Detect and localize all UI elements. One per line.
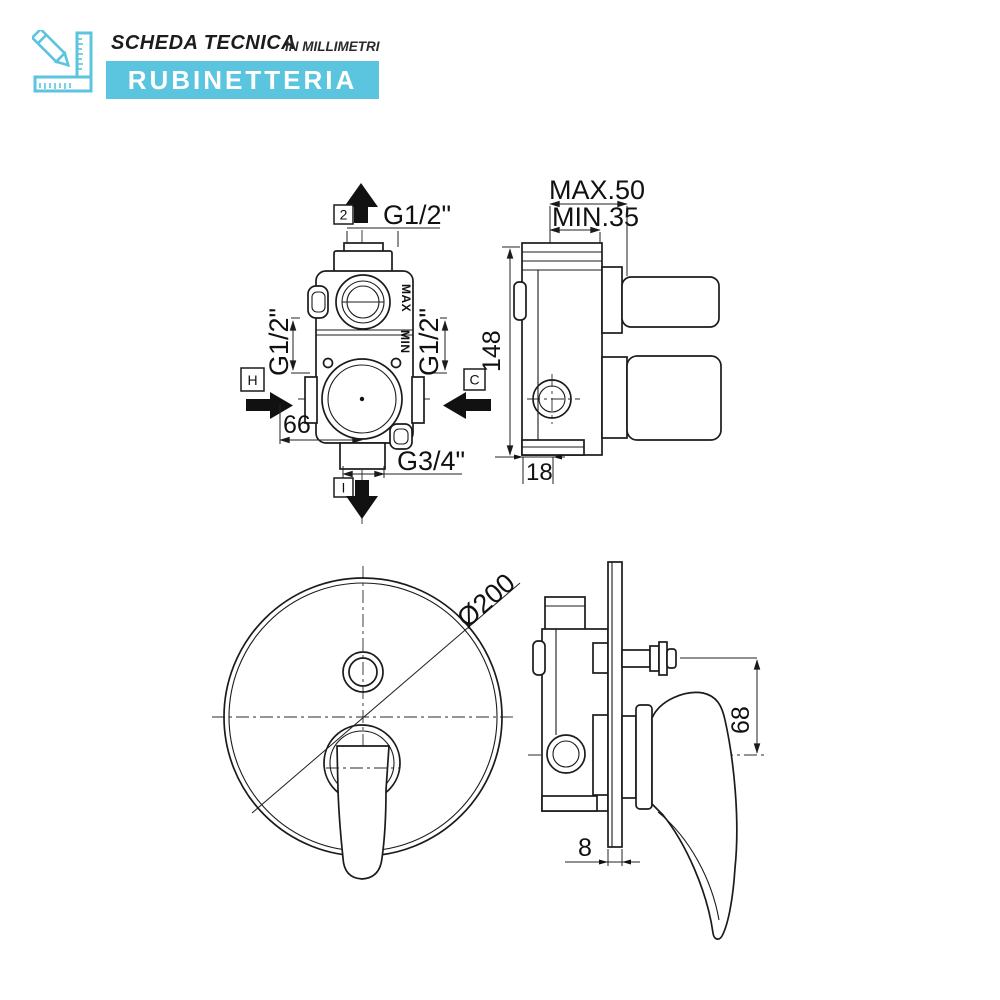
bottom-thread-label: G3/4" — [397, 446, 465, 476]
right-thread-label: G1/2" — [414, 308, 444, 376]
port-tag-box — [240, 367, 265, 392]
port-tag-box — [333, 477, 354, 498]
down-arrow-icon — [355, 480, 369, 498]
brand-banner: RUBINETTERIA — [106, 61, 379, 99]
plate-thickness-dim-label: 8 — [578, 834, 592, 862]
side-valve-view: MAX.50 MIN.35 — [478, 175, 722, 486]
wall-plate — [607, 561, 623, 848]
handle-lever — [336, 745, 390, 880]
left-arrow-icon — [466, 399, 491, 411]
max-mark: MAX — [399, 284, 413, 312]
knob-offset-dim-label: 68 — [727, 706, 755, 734]
left-thread-label: G1/2" — [264, 308, 294, 376]
diverter-knob-side — [621, 641, 677, 676]
diverter-button — [348, 657, 378, 687]
depth-max-label: MAX.50 — [549, 175, 645, 205]
diverter-button — [342, 651, 384, 693]
height-dim-label: 148 — [478, 330, 506, 372]
port-tag-box — [333, 204, 354, 225]
left-port-tag: H — [247, 372, 257, 388]
plate-front-view: Ø200 — [212, 566, 521, 880]
left-arrow-icon — [443, 392, 466, 419]
plate-side-view: 68 8 — [528, 561, 764, 940]
mixer-handle-side — [621, 691, 738, 940]
down-arrow-icon — [346, 496, 378, 519]
offset-dim-label: 66 — [283, 411, 311, 439]
bottom-port-tag: I — [342, 480, 346, 496]
doc-subtitle: IN MILLIMETRI — [285, 39, 380, 54]
ledge-dim-label: 18 — [526, 459, 553, 486]
up-arrow-icon — [354, 205, 368, 223]
right-arrow-icon — [270, 392, 293, 419]
right-port-tag: C — [469, 372, 479, 388]
diameter-dim-label: Ø200 — [451, 568, 521, 634]
valve-behind-wall — [532, 596, 609, 812]
depth-min-label: MIN.35 — [552, 202, 639, 232]
port-tag-box — [463, 368, 486, 391]
valve-body-side — [513, 242, 722, 456]
doc-title: SCHEDA TECNICA — [111, 32, 297, 54]
top-thread-label: G1/2" — [383, 200, 451, 230]
pencil-and-ruler-icon — [32, 30, 93, 93]
right-arrow-icon — [246, 399, 271, 411]
front-valve-view: 2 G1/2" MAX MIN — [240, 183, 491, 524]
top-port-tag: 2 — [340, 207, 348, 223]
min-mark: MIN — [398, 330, 412, 354]
valve-body-front: MAX MIN — [304, 242, 425, 470]
up-arrow-icon — [344, 183, 378, 207]
